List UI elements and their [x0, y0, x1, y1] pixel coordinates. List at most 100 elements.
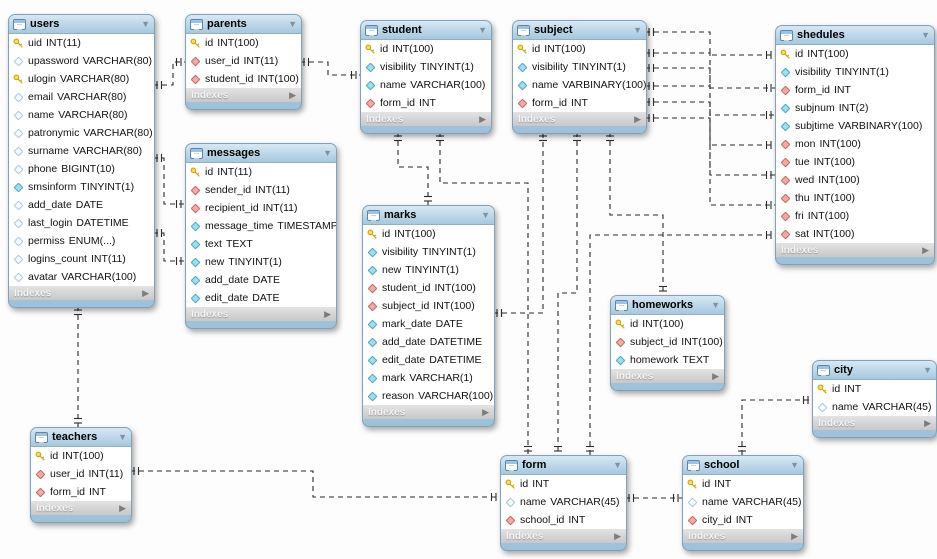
- column-type: VARCHAR(80): [72, 145, 143, 157]
- table-icon: [190, 147, 203, 159]
- column-type: TINYINT(1): [405, 264, 459, 276]
- collapse-arrow-icon[interactable]: ▼: [633, 25, 642, 35]
- indexes-bar[interactable]: Indexes▶: [813, 416, 936, 430]
- relationship-shedules-subject[interactable]: [645, 67, 775, 116]
- indexes-bar[interactable]: Indexes▶: [501, 529, 626, 543]
- relationship-subject-form[interactable]: [557, 132, 578, 455]
- indexes-bar[interactable]: Indexes▶: [186, 88, 301, 102]
- relationship-homeworks-subject[interactable]: [609, 132, 664, 295]
- table-name: parents: [207, 18, 247, 30]
- column-name: add_date: [28, 199, 72, 211]
- collapse-arrow-icon[interactable]: ▼: [481, 210, 490, 220]
- relationship-marks-subject[interactable]: [493, 132, 544, 314]
- collapse-arrow-icon[interactable]: ▼: [613, 460, 622, 470]
- table-header[interactable]: school▼: [683, 456, 803, 475]
- expand-indexes-icon[interactable]: ▶: [924, 417, 931, 428]
- expand-indexes-icon[interactable]: ▶: [634, 113, 641, 124]
- primary-key-icon: [517, 44, 528, 55]
- relationship-shedules-subject[interactable]: [645, 85, 775, 146]
- expand-indexes-icon[interactable]: ▶: [712, 370, 719, 381]
- table-header[interactable]: parents ▼: [186, 15, 301, 34]
- indexes-bar[interactable]: Indexes▶: [31, 501, 131, 515]
- column-name: id: [832, 383, 841, 395]
- collapse-arrow-icon[interactable]: ▼: [288, 19, 297, 29]
- relationship-teachers-form[interactable]: [130, 470, 500, 498]
- relationship-school-city[interactable]: [741, 399, 812, 455]
- expand-indexes-icon[interactable]: ▶: [922, 244, 929, 255]
- relationship-shedules-subject[interactable]: [645, 31, 775, 56]
- collapse-arrow-icon[interactable]: ▼: [118, 432, 127, 442]
- expand-indexes-icon[interactable]: ▶: [482, 406, 489, 417]
- collapse-arrow-icon[interactable]: ▼: [478, 25, 487, 35]
- expand-indexes-icon[interactable]: ▶: [614, 530, 621, 541]
- collapse-arrow-icon[interactable]: ▼: [921, 30, 930, 40]
- collapse-arrow-icon[interactable]: ▼: [323, 148, 332, 158]
- column-name: text: [205, 238, 222, 250]
- column-name: upassword: [28, 55, 79, 67]
- indexes-bar[interactable]: Indexes▶: [513, 112, 646, 126]
- relationship-parents-users[interactable]: [153, 61, 185, 86]
- expand-indexes-icon[interactable]: ▶: [289, 89, 296, 100]
- indexes-bar[interactable]: Indexes▶: [611, 369, 724, 383]
- collapse-arrow-icon[interactable]: ▼: [790, 460, 799, 470]
- expand-indexes-icon[interactable]: ▶: [791, 530, 798, 541]
- relationship-messages-users[interactable]: [153, 232, 185, 262]
- column-type: VARBINARY(100): [562, 79, 646, 91]
- table-header[interactable]: users▼: [9, 15, 154, 34]
- relationship-marks-student[interactable]: [397, 132, 429, 205]
- attribute-icon: [365, 62, 376, 72]
- expand-indexes-icon[interactable]: ▶: [479, 113, 486, 124]
- table-header[interactable]: messages▼: [186, 144, 336, 163]
- column-type: BIGINT(10): [61, 163, 115, 175]
- indexes-bar[interactable]: Indexes▶: [363, 405, 494, 419]
- expand-indexes-icon[interactable]: ▶: [324, 308, 331, 319]
- relationship-shedules-subject[interactable]: [645, 117, 775, 206]
- column-name: id: [50, 450, 59, 462]
- table-header[interactable]: marks▼: [363, 206, 494, 225]
- relationship-shedules-form[interactable]: [589, 234, 775, 455]
- indexes-bar[interactable]: Indexes▶: [186, 307, 336, 321]
- column-type: INT: [735, 514, 753, 526]
- collapse-arrow-icon[interactable]: ▼: [141, 19, 150, 29]
- expand-indexes-icon[interactable]: ▶: [142, 287, 149, 298]
- table-header[interactable]: subject▼: [513, 21, 646, 40]
- column-type: TEXT: [225, 238, 253, 250]
- indexes-bar[interactable]: Indexes▶: [361, 112, 491, 126]
- collapse-arrow-icon[interactable]: ▼: [711, 300, 720, 310]
- collapse-arrow-icon[interactable]: ▼: [923, 365, 932, 375]
- table-header[interactable]: shedules▼: [776, 26, 934, 45]
- table-header[interactable]: teachers▼: [31, 428, 131, 447]
- column-name: thu: [795, 192, 810, 204]
- indexes-bar[interactable]: Indexes▶: [683, 529, 803, 543]
- relationship-student-form[interactable]: [439, 132, 529, 455]
- relationship-messages-users[interactable]: [153, 157, 185, 205]
- relationship-parents-student[interactable]: [300, 61, 360, 76]
- table-header[interactable]: homeworks▼: [611, 296, 724, 315]
- table-header[interactable]: student▼: [361, 21, 491, 40]
- indexes-bar[interactable]: Indexes▶: [9, 286, 154, 300]
- indexes-bar[interactable]: Indexes▶: [776, 243, 934, 257]
- column-name: subjtime: [795, 120, 835, 132]
- table-header[interactable]: city▼: [813, 361, 936, 380]
- table-header[interactable]: form▼: [501, 456, 626, 475]
- column-name: ulogin: [28, 73, 57, 85]
- expand-indexes-icon[interactable]: ▶: [119, 502, 126, 513]
